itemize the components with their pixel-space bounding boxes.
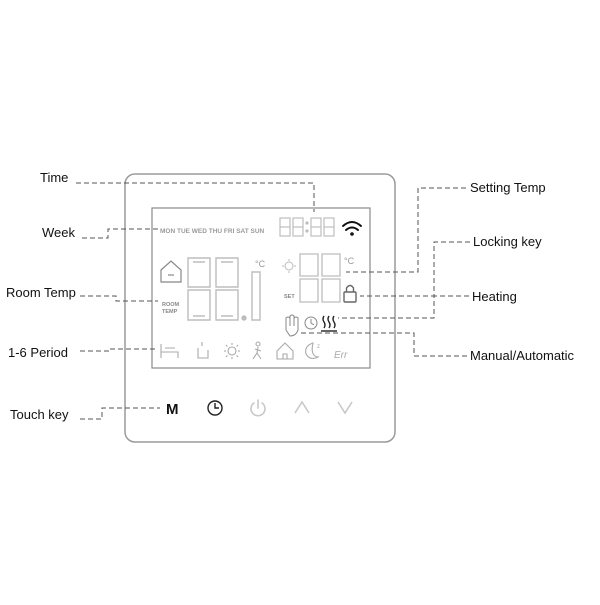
period-day-sun-icon (224, 343, 240, 359)
room-unit-label: °C (255, 259, 266, 269)
indoor-house-icon (160, 260, 182, 283)
period-icons: z (160, 341, 320, 360)
wifi-icon (342, 221, 362, 236)
period-sleep-icon: z (305, 342, 320, 360)
leader-locking-key (360, 241, 470, 297)
down-key-icon[interactable] (337, 401, 353, 415)
room-label-line2: TEMP (162, 309, 178, 315)
svg-text:z: z (317, 344, 320, 350)
up-key-icon[interactable] (294, 400, 310, 414)
period-leave-icon (197, 342, 209, 359)
lock-icon (343, 284, 357, 303)
leader-manual-auto (300, 332, 467, 357)
room-temp-digits (187, 257, 261, 321)
leader-touch-key (80, 407, 160, 420)
clock-auto-icon (304, 316, 318, 330)
period-home-icon (276, 342, 294, 360)
callout-manual-auto: Manual/Automatic (470, 348, 575, 363)
hand-manual-icon (285, 314, 299, 337)
period-walk-icon (252, 341, 262, 360)
set-unit-label: °C (344, 256, 355, 266)
power-key-icon[interactable] (250, 399, 266, 417)
callout-setting-temp: Setting Temp (470, 180, 546, 195)
callout-week: Week (42, 225, 75, 240)
sun-small-icon (282, 259, 296, 273)
leader-week (82, 228, 158, 239)
callout-touch-key: Touch key (10, 407, 69, 422)
clock-digits (279, 217, 335, 237)
callout-locking-key: Locking key (473, 234, 542, 249)
callout-heating: Heating (472, 289, 517, 304)
leader-room-temp (80, 295, 158, 302)
set-temp-digits (299, 253, 341, 303)
room-label-line1: ROOM (162, 302, 180, 308)
heating-icon (321, 315, 337, 332)
mode-m-key[interactable]: M (166, 401, 179, 418)
error-indicator: Err (334, 350, 348, 361)
callout-room-temp: Room Temp (6, 285, 76, 300)
weekday-strip: MON TUE WED THU FRI SAT SUN (160, 228, 265, 235)
set-label: SET (284, 294, 295, 300)
leader-time (76, 182, 315, 212)
callout-time: Time (40, 170, 69, 185)
leader-lines (76, 182, 470, 420)
period-wake-icon (160, 344, 179, 358)
callout-period: 1-6 Period (8, 345, 68, 360)
leader-heating (338, 295, 469, 319)
clock-key-icon[interactable] (207, 400, 223, 416)
leader-setting-temp (346, 187, 466, 273)
